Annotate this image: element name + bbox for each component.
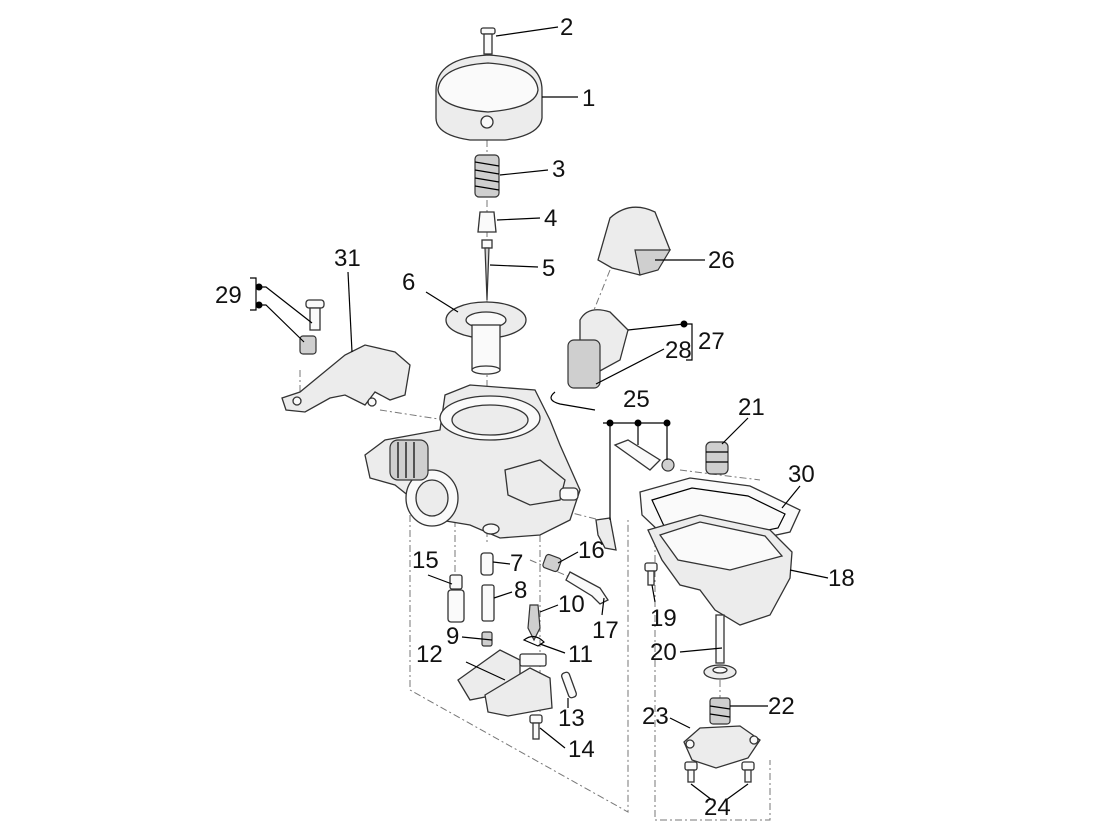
callout-18: 18 [828, 565, 855, 592]
callout-12: 12 [416, 641, 443, 668]
callout-11: 11 [568, 641, 593, 668]
part-16-spring [542, 553, 562, 573]
part-31-bracket [281, 344, 411, 413]
part-6-diaphragm [445, 301, 527, 375]
part-25-hose-clamp [613, 439, 675, 472]
callout-labels: 1 2 3 4 5 6 7 8 9 10 11 12 13 14 15 16 1… [215, 14, 855, 821]
callout-23: 23 [642, 703, 669, 730]
callout-15: 15 [412, 547, 439, 574]
part-11-clip [522, 635, 545, 647]
part-10-float-needle [527, 604, 541, 642]
callout-7: 7 [510, 550, 523, 577]
callout-3: 3 [552, 156, 565, 183]
part-18-float-bowl [647, 514, 793, 626]
callout-26: 26 [708, 247, 735, 274]
part-23-diaphragm-cover [683, 725, 761, 769]
leader-dots [255, 283, 688, 427]
callout-25: 25 [623, 386, 650, 413]
callout-6: 6 [402, 269, 415, 296]
callout-13: 13 [558, 705, 585, 732]
callout-5: 5 [542, 255, 555, 282]
callout-1: 1 [582, 85, 595, 112]
callout-14: 14 [568, 736, 595, 763]
callout-30: 30 [788, 461, 815, 488]
part-1-cover [435, 54, 543, 141]
part-14-screw [529, 714, 543, 740]
part-12-float [457, 649, 553, 717]
callout-21: 21 [738, 394, 765, 421]
part-3-spring [474, 154, 500, 198]
callout-10: 10 [558, 591, 585, 618]
part-8-emulsion-tube [481, 584, 495, 622]
part-20-valve [703, 614, 737, 680]
callout-27: 27 [698, 328, 725, 355]
part-7-emulsion-tube-top [480, 552, 494, 576]
part-22-spring [709, 697, 731, 725]
carburetor-body [364, 384, 581, 539]
part-27-starter [567, 309, 629, 389]
callout-16: 16 [578, 537, 605, 564]
callout-24: 24 [704, 794, 731, 821]
callout-22: 22 [768, 693, 795, 720]
part-19-screw [644, 562, 658, 586]
callout-8: 8 [514, 577, 527, 604]
part-26-cover-cap [597, 206, 672, 276]
leader-lines [250, 26, 829, 801]
callout-29: 29 [215, 282, 242, 309]
part-17-mixture-screw [565, 571, 609, 605]
drain-tube [595, 517, 617, 551]
callout-31: 31 [334, 245, 361, 272]
part-24-screws [684, 761, 755, 783]
callout-28: 28 [665, 337, 692, 364]
part-4-needle-seat [477, 211, 497, 233]
callout-19: 19 [650, 605, 677, 632]
callout-2: 2 [560, 14, 573, 41]
part-21-plug [705, 441, 729, 475]
callout-4: 4 [544, 205, 557, 232]
part-5-jet-needle [481, 239, 493, 301]
part-29-screw-spring [299, 299, 325, 355]
part-13-float-pin [560, 671, 578, 699]
callout-17: 17 [592, 617, 619, 644]
callout-9: 9 [446, 623, 459, 650]
part-15-pilot-jet [447, 574, 465, 623]
part-28-clip [550, 391, 596, 411]
callout-20: 20 [650, 639, 677, 666]
part-2-screw [480, 27, 496, 55]
